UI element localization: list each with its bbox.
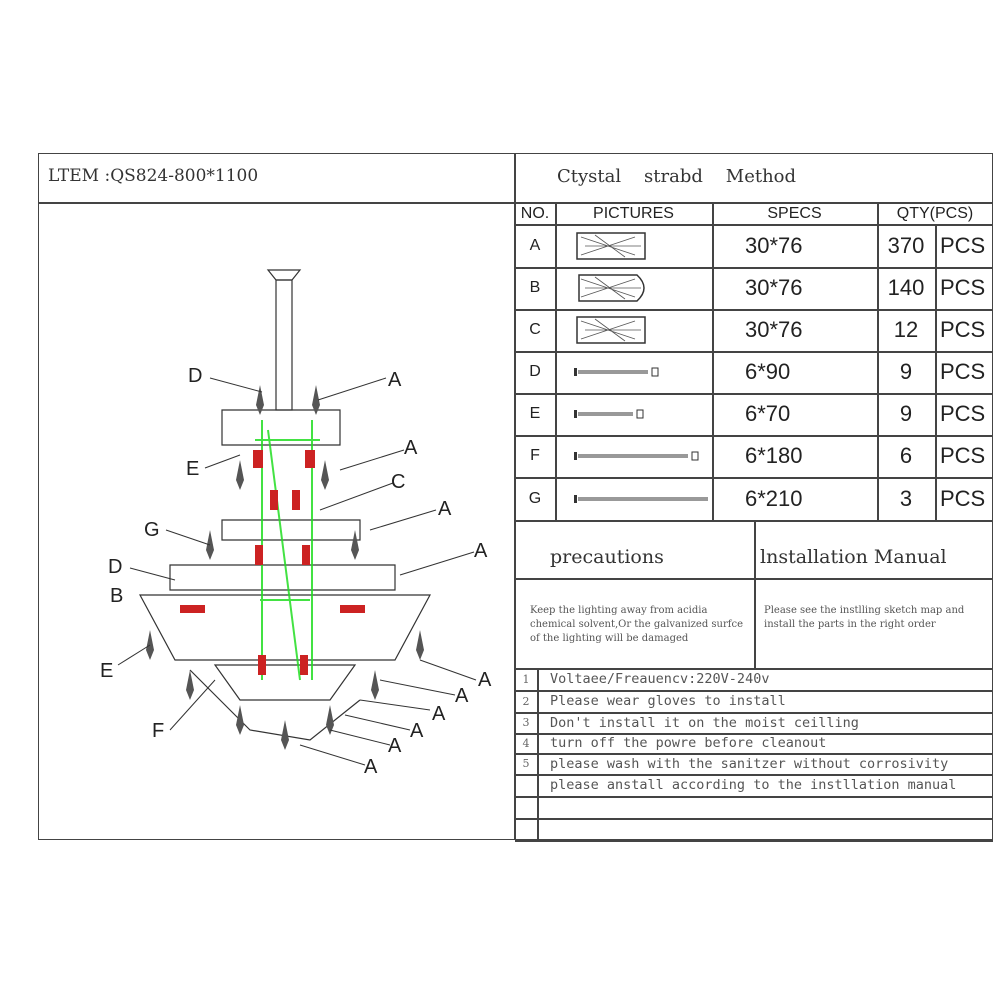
row-unit: PCS	[940, 317, 986, 342]
row-qty: 6	[899, 443, 913, 468]
note-text: turn off the powre before cleanout	[550, 735, 827, 751]
note-text: Please wear gloves to install	[550, 693, 786, 709]
label-a: A	[438, 498, 452, 520]
header-specs: SPECS	[767, 204, 822, 222]
row-spec: 6*180	[745, 443, 803, 468]
note-number	[515, 796, 537, 818]
label-d: D	[108, 556, 122, 578]
row-unit: PCS	[940, 275, 986, 300]
note-number: 4	[522, 736, 530, 750]
label-a: A	[455, 685, 469, 707]
row-unit: PCS	[940, 359, 986, 384]
note-number: 5	[522, 757, 530, 770]
label-a: A	[404, 437, 418, 459]
manual-text: Please see the instlling sketch map and …	[764, 605, 965, 630]
label-b: B	[110, 585, 123, 607]
row-spec: 6*70	[745, 401, 791, 426]
row-unit: PCS	[940, 401, 986, 426]
row-no: E	[529, 405, 541, 422]
part-picture-rod	[560, 435, 710, 477]
row-unit: PCS	[940, 233, 986, 258]
note-text: Don't install it on the moist ceilling	[550, 714, 859, 731]
row-no: A	[529, 237, 541, 254]
part-picture-crystal	[575, 309, 655, 351]
note-text: please anstall according to the instllat…	[550, 777, 957, 793]
label-a: A	[410, 720, 424, 742]
part-picture-rod	[560, 351, 710, 393]
note-number	[515, 774, 537, 796]
chandelier-diagram: D A E A C G A D A B E A F A A A A A	[100, 269, 492, 778]
row-no: D	[529, 363, 541, 380]
row-qty: 140	[887, 275, 925, 300]
header-pictures: PICTURES	[593, 204, 674, 222]
label-g: G	[144, 519, 160, 541]
label-c: C	[391, 471, 405, 493]
row-no: C	[529, 321, 541, 338]
row-no: B	[529, 279, 541, 296]
label-e: E	[100, 660, 113, 682]
label-a: A	[364, 756, 378, 778]
label-a: A	[478, 669, 492, 691]
row-no: G	[528, 489, 542, 507]
row-qty: 9	[899, 401, 913, 426]
label-a: A	[474, 540, 488, 562]
note-number	[515, 818, 537, 840]
note-text: Voltaee/Freauencv:220V-240v	[550, 671, 770, 687]
sheet-border	[38, 153, 993, 840]
row-spec: 30*76	[745, 233, 803, 258]
part-picture-crystal	[575, 225, 655, 267]
row-unit: PCS	[940, 485, 986, 511]
row-spec: 6*210	[745, 485, 803, 511]
row-qty: 370	[887, 233, 925, 258]
row-qty: 12	[893, 317, 919, 342]
label-e: E	[186, 458, 199, 480]
row-qty: 9	[899, 359, 913, 384]
row-no: F	[530, 447, 540, 464]
part-picture-rod	[560, 393, 710, 435]
row-spec: 30*76	[745, 275, 803, 300]
item-code: LTEM :QS824-800*1100	[48, 166, 259, 186]
note-number: 3	[522, 716, 530, 729]
label-a: A	[432, 703, 446, 725]
note-text: please wash with the sanitzer without co…	[550, 755, 949, 772]
row-unit: PCS	[940, 443, 986, 468]
note-number: 2	[522, 694, 530, 708]
header-qty: QTY(PCS)	[896, 204, 974, 222]
method-title: Ctystal strabd Method	[557, 166, 797, 187]
label-f: F	[152, 720, 164, 742]
part-picture-crystal-round	[575, 267, 655, 309]
precautions-text: Keep the lighting away from acidia chemi…	[530, 605, 743, 644]
precautions-title: precautions	[550, 546, 664, 568]
label-a: A	[388, 735, 402, 757]
header-no: NO.	[520, 204, 550, 222]
row-qty: 3	[899, 485, 913, 511]
part-picture-rod	[560, 477, 710, 520]
row-spec: 30*76	[745, 317, 803, 342]
label-d: D	[188, 365, 202, 387]
note-number: 1	[522, 672, 530, 686]
label-a: A	[388, 369, 402, 391]
row-spec: 6*90	[745, 359, 791, 384]
manual-title: lnstallation Manual	[760, 546, 947, 568]
